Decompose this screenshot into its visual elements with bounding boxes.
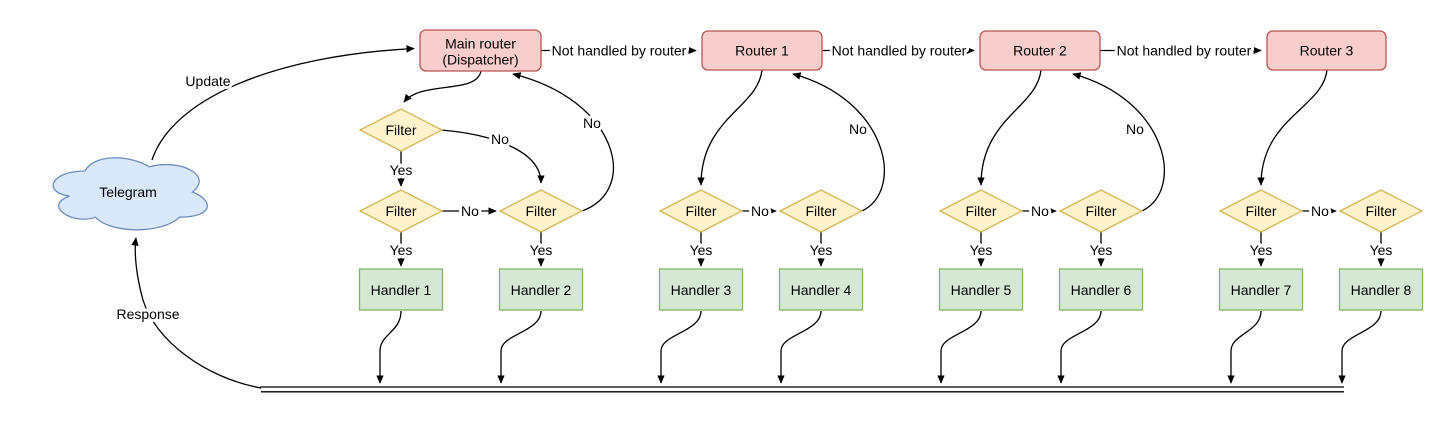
handler-5-box [938,268,1024,311]
main-router-label-line2: (Dispatcher) [442,52,518,68]
edge-handler-2-to-bus [497,310,542,384]
edge-handler-8-to-bus [1338,310,1382,384]
edge-router2-to-filter [977,69,1042,186]
label-yes-r3-left: Yes [1250,242,1273,258]
edge-handler-1-to-bus [376,310,402,384]
filter-label-r3-right: Filter [1365,203,1396,219]
filter-diamond-main-top [358,108,444,152]
edge-handler-6-to-bus [1057,310,1102,384]
node-layer [52,29,1424,311]
filter-diamond-main-right [498,189,584,233]
handler-2-label: Handler 2 [511,282,572,298]
telegram-cloud-label: Telegram [99,184,157,200]
label-update: Update [185,73,230,89]
router-2-label: Router 2 [1013,43,1067,59]
filter-label-main-right: Filter [525,203,556,219]
text-layer: Telegram Main router (Dispatcher) Router… [99,36,1412,326]
edge-response [131,237,262,389]
edge-router1-to-filter [697,69,763,186]
label-not-handled-1: Not handled by router [552,43,687,59]
handler-4-box [778,268,864,311]
label-no-r1-loop: No [849,121,867,137]
handler-8-label: Handler 8 [1351,282,1412,298]
label-yes-main-left: Yes [390,242,413,258]
handler-7-box [1218,268,1304,311]
label-not-handled-2: Not handled by router [832,43,967,59]
router-1-label: Router 1 [735,43,789,59]
edge-router3-to-filter [1257,69,1328,186]
handler-2-box [498,268,584,311]
filter-label-r1-right: Filter [805,203,836,219]
filter-diamond-main-left [358,189,444,233]
handler-1-label: Handler 1 [371,282,432,298]
handler-8-box [1338,268,1424,311]
label-yes-main-right: Yes [530,242,553,258]
label-response: Response [116,306,179,322]
filter-label-main-top: Filter [385,122,416,138]
edge-handler-3-to-bus [657,310,702,384]
filter-label-r2-right: Filter [1085,203,1116,219]
label-yes-r2-left: Yes [970,242,993,258]
label-yes-r3-right: Yes [1370,242,1393,258]
edge-filter-r2-right-no-loop [1072,72,1165,212]
filter-diamond-r3-right [1338,189,1424,233]
handler-1-box [358,268,444,311]
label-no-main-loop: No [583,115,601,131]
label-yes-r1-left: Yes [690,242,713,258]
edge-filter-main-top-no [440,129,545,184]
filter-label-r3-left: Filter [1245,203,1276,219]
main-router-label-line1: Main router [445,36,516,52]
main-router-box [419,29,542,72]
router-3-box [1266,30,1387,71]
handler-6-box [1058,268,1144,311]
label-yes-main-top: Yes [390,162,413,178]
filter-diamond-r3-left [1218,189,1304,233]
filter-diamond-r1-right [778,189,864,233]
label-yes-r1-right: Yes [810,242,833,258]
label-not-handled-3: Not handled by router [1117,43,1252,59]
handler-3-box [658,268,744,311]
label-no-r3-left: No [1311,203,1329,219]
edge-handler-7-to-bus [1227,310,1262,384]
edge-layer [131,45,1385,393]
filter-label-main-left: Filter [385,203,416,219]
handler-4-label: Handler 4 [791,282,852,298]
handler-5-label: Handler 5 [951,282,1012,298]
router-2-box [979,30,1101,71]
label-yes-r2-right: Yes [1090,242,1113,258]
filter-label-r1-left: Filter [685,203,716,219]
label-no-r2-left: No [1031,203,1049,219]
label-no-main-top: No [491,131,509,147]
label-no-main-left: No [461,203,479,219]
handler-6-label: Handler 6 [1071,282,1132,298]
router-3-label: Router 3 [1300,43,1354,59]
filter-diamond-r2-left [938,189,1024,233]
filter-diamond-r1-left [658,189,744,233]
telegram-cloud-shape [52,157,208,231]
label-no-r1-left: No [751,203,769,219]
edge-handler-4-to-bus [777,310,822,384]
filter-label-r2-left: Filter [965,203,996,219]
filter-diamond-r2-right [1058,189,1144,233]
handler-7-label: Handler 7 [1231,282,1292,298]
label-no-r2-loop: No [1126,121,1144,137]
edge-update [151,45,415,161]
edge-filter-r1-right-no-loop [792,72,885,212]
edge-filter-main-right-no-loop [512,72,615,212]
edge-main-router-to-filter-top [403,70,482,103]
edge-handler-5-to-bus [937,310,982,384]
handler-3-label: Handler 3 [671,282,732,298]
router-1-box [701,30,823,71]
